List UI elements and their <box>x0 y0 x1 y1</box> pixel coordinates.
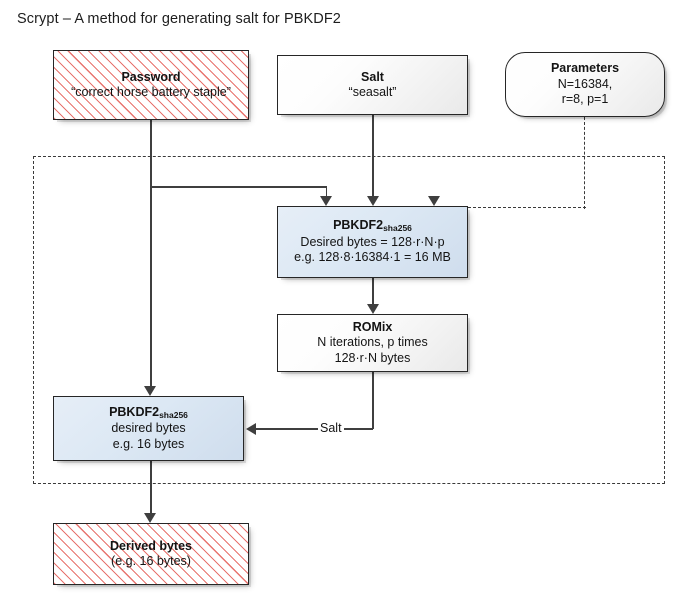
page-title: Scrypt – A method for generating salt fo… <box>17 11 341 27</box>
arrowhead-salt-feedback-to-pbkdf2-second <box>246 422 256 435</box>
edge-pbkdf2-second-to-derived <box>150 461 152 513</box>
edge-romix-salt-to-pbkdf2-second <box>256 428 373 430</box>
node-password-heading: Password <box>121 69 181 84</box>
node-salt-value: “seasalt” <box>348 85 397 99</box>
arrowhead-password-to-pbkdf2-first <box>320 196 332 206</box>
node-pbkdf2-second-desired: desired bytes <box>111 421 186 436</box>
arrowhead-pbkdf2-second-to-derived <box>144 513 156 523</box>
node-romix-iterations: N iterations, p times <box>317 335 428 350</box>
node-pbkdf2-first-heading: PBKDF2sha256 <box>333 218 412 235</box>
node-password[interactable]: Password “correct horse battery staple” <box>53 50 249 120</box>
node-parameters[interactable]: Parameters N=16384, r=8, p=1 <box>505 52 665 117</box>
edge-pbkdf2-first-to-romix <box>372 278 374 304</box>
node-password-value: “correct horse battery staple” <box>71 85 231 99</box>
node-pbkdf2-first-formula: Desired bytes = 128·r·N·p <box>300 234 445 249</box>
node-salt[interactable]: Salt “seasalt” <box>277 55 468 115</box>
node-pbkdf2-second-heading-sub: sha256 <box>159 409 188 420</box>
node-pbkdf2-second-heading-main: PBKDF2 <box>109 404 160 419</box>
node-pbkdf2-first[interactable]: PBKDF2sha256 Desired bytes = 128·r·N·p e… <box>277 206 468 278</box>
node-parameters-line-rp: r=8, p=1 <box>561 92 609 107</box>
scrypt-container-boundary <box>33 156 665 484</box>
node-pbkdf2-second[interactable]: PBKDF2sha256 desired bytes e.g. 16 bytes <box>53 396 244 461</box>
arrowhead-pbkdf2-first-to-romix <box>366 304 379 314</box>
edge-salt-to-pbkdf2-first <box>372 115 374 196</box>
node-pbkdf2-first-heading-main: PBKDF2 <box>333 218 384 233</box>
node-romix-heading: ROMix <box>352 319 393 334</box>
edge-password-branch-right <box>150 186 327 188</box>
node-derived-bytes-heading: Derived bytes <box>110 538 192 553</box>
edge-parameters-down <box>584 117 585 209</box>
edge-password-branch-down <box>325 186 328 198</box>
arrowhead-parameters-to-pbkdf2-first <box>427 196 440 206</box>
node-parameters-heading: Parameters <box>550 61 620 76</box>
edge-password-trunk <box>150 120 152 392</box>
node-pbkdf2-second-heading: PBKDF2sha256 <box>109 405 188 422</box>
node-pbkdf2-first-heading-sub: sha256 <box>383 223 412 234</box>
node-salt-heading: Salt <box>361 69 384 84</box>
node-derived-bytes-value: (e.g. 16 bytes) <box>111 554 191 568</box>
node-romix-bytes: 128·r·N bytes <box>334 350 411 365</box>
node-parameters-line-n: N=16384, <box>557 76 613 91</box>
edge-parameters-left <box>433 207 586 208</box>
edge-romix-down <box>372 372 374 429</box>
edge-label-salt: Salt <box>318 421 344 435</box>
node-pbkdf2-first-example: e.g. 128·8·16384·1 = 16 MB <box>294 250 451 265</box>
node-romix[interactable]: ROMix N iterations, p times 128·r·N byte… <box>277 314 468 372</box>
node-derived-bytes[interactable]: Derived bytes (e.g. 16 bytes) <box>53 523 249 585</box>
arrowhead-password-to-pbkdf2-second <box>144 386 156 396</box>
node-pbkdf2-second-example: e.g. 16 bytes <box>112 436 185 451</box>
arrowhead-salt-to-pbkdf2-first <box>366 196 379 206</box>
